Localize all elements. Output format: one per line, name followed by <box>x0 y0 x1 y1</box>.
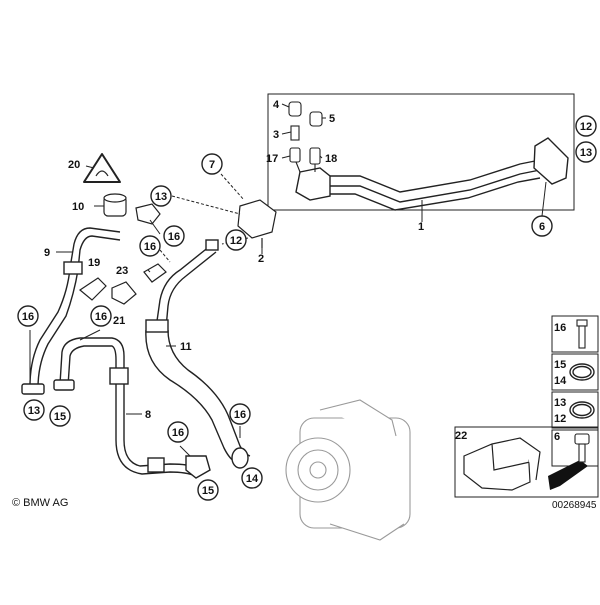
assembly-frame-1 <box>267 93 575 211</box>
legend-oring-15-14 <box>569 363 595 381</box>
label-5: 5 <box>329 113 335 125</box>
callout-circle <box>229 403 251 425</box>
label-11: 11 <box>180 341 192 353</box>
label-22: 22 <box>455 430 467 442</box>
legend-label-14: 14 <box>554 375 567 387</box>
label-15: 15 <box>202 485 214 497</box>
callout-circle <box>23 399 45 421</box>
callout-circle <box>575 141 597 163</box>
leader-lines <box>29 103 547 457</box>
pipe-assembly-1 <box>295 137 569 211</box>
callout-circle <box>197 479 219 501</box>
inset-part-22 <box>463 437 541 491</box>
valve-caps <box>288 101 323 173</box>
clip-19 <box>78 277 107 301</box>
label-6: 6 <box>539 221 545 233</box>
label-13: 13 <box>155 191 167 203</box>
hose-9 <box>21 227 121 395</box>
legend-bolt-16 <box>576 319 588 349</box>
callout-circle <box>150 185 172 207</box>
copyright-text: © BMW AG <box>12 497 68 509</box>
legend-oring-13-12 <box>569 401 595 419</box>
label-4: 4 <box>273 99 280 111</box>
callout-circle <box>167 421 189 443</box>
label-10: 10 <box>72 201 84 213</box>
label-14: 14 <box>246 473 259 485</box>
callout-circle <box>201 153 223 175</box>
legend-label-6: 6 <box>554 431 560 443</box>
part-numbers: 4 5 3 17 18 1 2 20 10 9 19 23 21 11 8 22 <box>44 99 467 442</box>
legend-label-16: 16 <box>554 322 566 334</box>
label-19: 19 <box>88 257 100 269</box>
label-13: 13 <box>580 147 592 159</box>
callout-circle <box>225 229 247 251</box>
label-21: 21 <box>113 315 125 327</box>
legend-bolt-6 <box>574 433 590 463</box>
label-16: 16 <box>144 241 156 253</box>
inset-frame-22 <box>454 426 599 498</box>
label-12: 12 <box>230 235 242 247</box>
label-7: 7 <box>209 159 215 171</box>
compressor-illustration <box>285 399 411 541</box>
legend-label-15: 15 <box>554 359 566 371</box>
hose-8 <box>53 337 211 479</box>
label-15: 15 <box>54 411 66 423</box>
callout-circle <box>139 235 161 257</box>
label-2: 2 <box>258 253 264 265</box>
callout-circle <box>49 405 71 427</box>
legend-label-13: 13 <box>554 397 566 409</box>
label-16: 16 <box>168 231 180 243</box>
label-18: 18 <box>325 153 337 165</box>
legend-numbers: 16 15 14 13 12 6 <box>554 322 567 443</box>
callout-circles <box>17 115 597 501</box>
label-1: 1 <box>418 221 424 233</box>
legend-label-12: 12 <box>554 413 566 425</box>
label-12: 12 <box>580 121 592 133</box>
label-3: 3 <box>273 129 279 141</box>
callout-circle <box>17 305 39 327</box>
callout-circle <box>531 215 553 237</box>
arrow-icon <box>548 460 588 490</box>
callout-circle <box>575 115 597 137</box>
label-16: 16 <box>22 311 34 323</box>
label-23: 23 <box>116 265 128 277</box>
label-16: 16 <box>172 427 184 439</box>
label-8: 8 <box>145 409 151 421</box>
callout-circle <box>163 225 185 247</box>
label-20: 20 <box>68 159 80 171</box>
document-id: 00268945 <box>552 500 597 511</box>
callout-circle <box>90 305 112 327</box>
label-9: 9 <box>44 247 50 259</box>
callout-numbers: 7 13 16 16 12 12 13 6 16 16 13 15 16 16 … <box>22 121 592 497</box>
bracket-21 <box>111 263 167 305</box>
bracket-2 <box>237 199 277 248</box>
warning-triangle-icon <box>83 153 121 183</box>
label-13: 13 <box>28 405 40 417</box>
connector-13 <box>135 203 161 225</box>
label-17: 17 <box>266 153 278 165</box>
label-16: 16 <box>234 409 246 421</box>
label-16: 16 <box>95 311 107 323</box>
hose-11 <box>145 239 251 469</box>
callout-circle <box>241 467 263 489</box>
pressure-switch-10 <box>103 193 127 217</box>
